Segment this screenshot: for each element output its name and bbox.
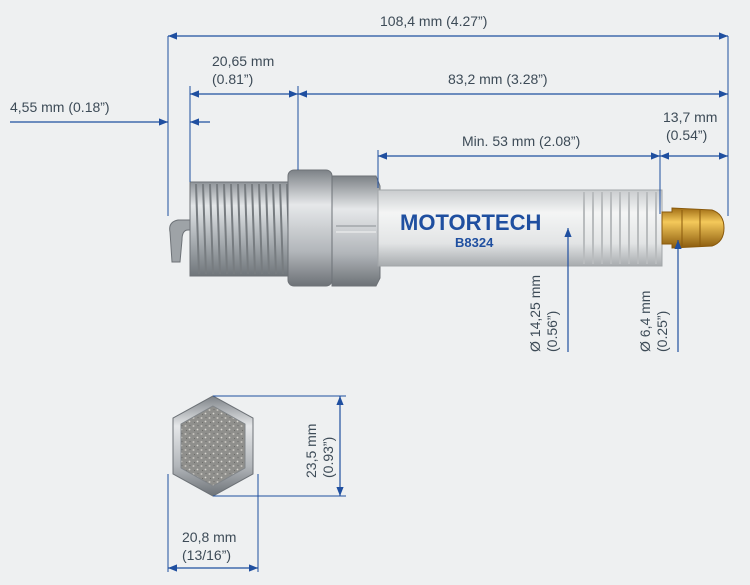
spark-plug: MOTORTECH B8324 <box>169 169 725 287</box>
thread-groove <box>195 183 200 275</box>
hex-end-view: 23,5 mm (0.93”) 20,8 mm (13/16”) <box>167 395 346 572</box>
hex-height-label-in: (0.93”) <box>320 437 336 478</box>
hex-nut <box>331 175 381 287</box>
model-label: B8324 <box>455 235 494 250</box>
dimension-labels: 108,4 mm (4.27”) 20,65 mm (0.81”) 83,2 m… <box>10 13 717 352</box>
gap-label: 4,55 mm (0.18”) <box>10 99 110 115</box>
thread-groove <box>202 183 207 275</box>
thread-lines <box>195 183 291 275</box>
terminal-length-label-in: (0.54”) <box>666 127 707 143</box>
body-length-label: 83,2 mm (3.28”) <box>448 71 548 87</box>
insulator-length-label: Min. 53 mm (2.08”) <box>462 133 580 149</box>
insulator-diameter-label-mm: Ø 14,25 mm <box>527 275 543 352</box>
terminal-nut <box>661 207 725 249</box>
thread-groove <box>223 183 228 275</box>
thread-groove <box>251 183 256 275</box>
terminal-diameter-label-mm: Ø 6,4 mm <box>637 291 653 352</box>
insulator-diameter-label-in: (0.56”) <box>544 311 560 352</box>
thread-groove <box>265 183 270 275</box>
gasket-collar <box>287 169 333 287</box>
thread-groove <box>279 183 284 275</box>
hex-width-label-in: (13/16”) <box>182 547 231 563</box>
thread-length-label-mm: 20,65 mm <box>212 53 274 69</box>
insulator <box>377 189 663 267</box>
terminal-length-label-mm: 13,7 mm <box>663 109 717 125</box>
thread-groove <box>230 183 235 275</box>
brand-label: MOTORTECH <box>400 210 541 235</box>
hex-width-label-mm: 20,8 mm <box>182 529 236 545</box>
insulator-ribs <box>583 192 657 264</box>
overall-length-label: 108,4 mm (4.27”) <box>380 13 487 29</box>
thread-groove <box>209 183 214 275</box>
terminal-diameter-label-in: (0.25”) <box>654 311 670 352</box>
hex-height-label-mm: 23,5 mm <box>303 424 319 478</box>
thread-groove <box>244 183 249 275</box>
hex-face <box>180 405 246 487</box>
thread-groove <box>216 183 221 275</box>
thread-groove <box>272 183 277 275</box>
thread-length-label-in: (0.81”) <box>212 71 253 87</box>
ground-electrode <box>169 219 201 263</box>
thread-groove <box>258 183 263 275</box>
dimension-lines <box>10 32 729 352</box>
thread-groove <box>237 183 242 275</box>
